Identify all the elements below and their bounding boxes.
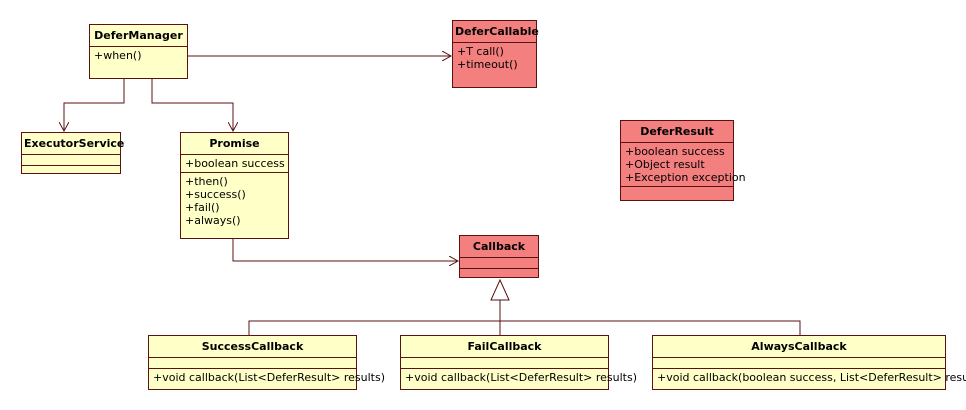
operations-compartment bbox=[621, 187, 733, 197]
generalization-arrowhead bbox=[490, 278, 510, 301]
class-defermanager[interactable]: DeferManager +when() bbox=[89, 24, 188, 79]
class-alwayscallback[interactable]: AlwaysCallback +void callback(boolean su… bbox=[652, 335, 966, 390]
attribute: +boolean success bbox=[185, 157, 285, 170]
class-name: ExecutorService bbox=[22, 133, 124, 155]
operation: +timeout() bbox=[457, 58, 518, 71]
association-defermanager-executorservice bbox=[64, 78, 125, 131]
operations-compartment bbox=[460, 269, 538, 279]
attributes-compartment: +boolean success +Object result +Excepti… bbox=[621, 143, 746, 187]
attributes-compartment bbox=[401, 358, 608, 369]
operations-compartment: +void callback(boolean success, List<Def… bbox=[653, 369, 966, 386]
class-successcallback[interactable]: SuccessCallback +void callback(List<Defe… bbox=[148, 335, 386, 390]
operation: +fail() bbox=[185, 201, 220, 214]
class-promise[interactable]: Promise +boolean success +then() +succes… bbox=[180, 132, 289, 239]
operation: +always() bbox=[185, 214, 241, 227]
attribute: +Exception exception bbox=[625, 171, 746, 184]
attributes-compartment bbox=[460, 258, 538, 269]
operation: +success() bbox=[185, 188, 246, 201]
operations-compartment: +T call() +timeout() bbox=[453, 43, 536, 73]
attributes-compartment bbox=[22, 155, 120, 166]
class-name: Promise bbox=[181, 133, 288, 155]
attributes-compartment: +boolean success bbox=[181, 155, 288, 173]
attributes-compartment bbox=[149, 358, 356, 369]
class-deferresult[interactable]: DeferResult +boolean success +Object res… bbox=[620, 120, 746, 201]
class-defercallable[interactable]: DeferCallable +T call() +timeout() bbox=[452, 20, 539, 88]
generalization-lines bbox=[248, 300, 801, 335]
attribute: +Object result bbox=[625, 158, 705, 171]
operation: +then() bbox=[185, 175, 228, 188]
operations-compartment: +void callback(List<DeferResult> results… bbox=[401, 369, 638, 386]
operation: +void callback(boolean success, List<Def… bbox=[657, 371, 966, 384]
operation: +void callback(List<DeferResult> results… bbox=[405, 371, 638, 384]
operation: +when() bbox=[94, 49, 142, 62]
class-name: DeferManager bbox=[90, 25, 187, 47]
class-name: DeferCallable bbox=[453, 21, 539, 43]
operations-compartment bbox=[22, 166, 120, 176]
class-name: AlwaysCallback bbox=[653, 336, 945, 358]
operations-compartment: +void callback(List<DeferResult> results… bbox=[149, 369, 386, 386]
operation: +T call() bbox=[457, 45, 504, 58]
attribute: +boolean success bbox=[625, 145, 725, 158]
attributes-compartment bbox=[653, 358, 945, 369]
class-callback[interactable]: Callback bbox=[459, 235, 539, 278]
operations-compartment: +then() +success() +fail() +always() bbox=[181, 173, 288, 229]
operations-compartment: +when() bbox=[90, 47, 187, 64]
association-defermanager-promise bbox=[151, 78, 233, 131]
class-name: Callback bbox=[460, 236, 538, 258]
class-failcallback[interactable]: FailCallback +void callback(List<DeferRe… bbox=[400, 335, 638, 390]
operation: +void callback(List<DeferResult> results… bbox=[153, 371, 386, 384]
class-name: SuccessCallback bbox=[149, 336, 356, 358]
class-name: DeferResult bbox=[621, 121, 733, 143]
class-name: FailCallback bbox=[401, 336, 608, 358]
class-executorservice[interactable]: ExecutorService bbox=[21, 132, 124, 176]
association-promise-callback bbox=[232, 238, 458, 261]
